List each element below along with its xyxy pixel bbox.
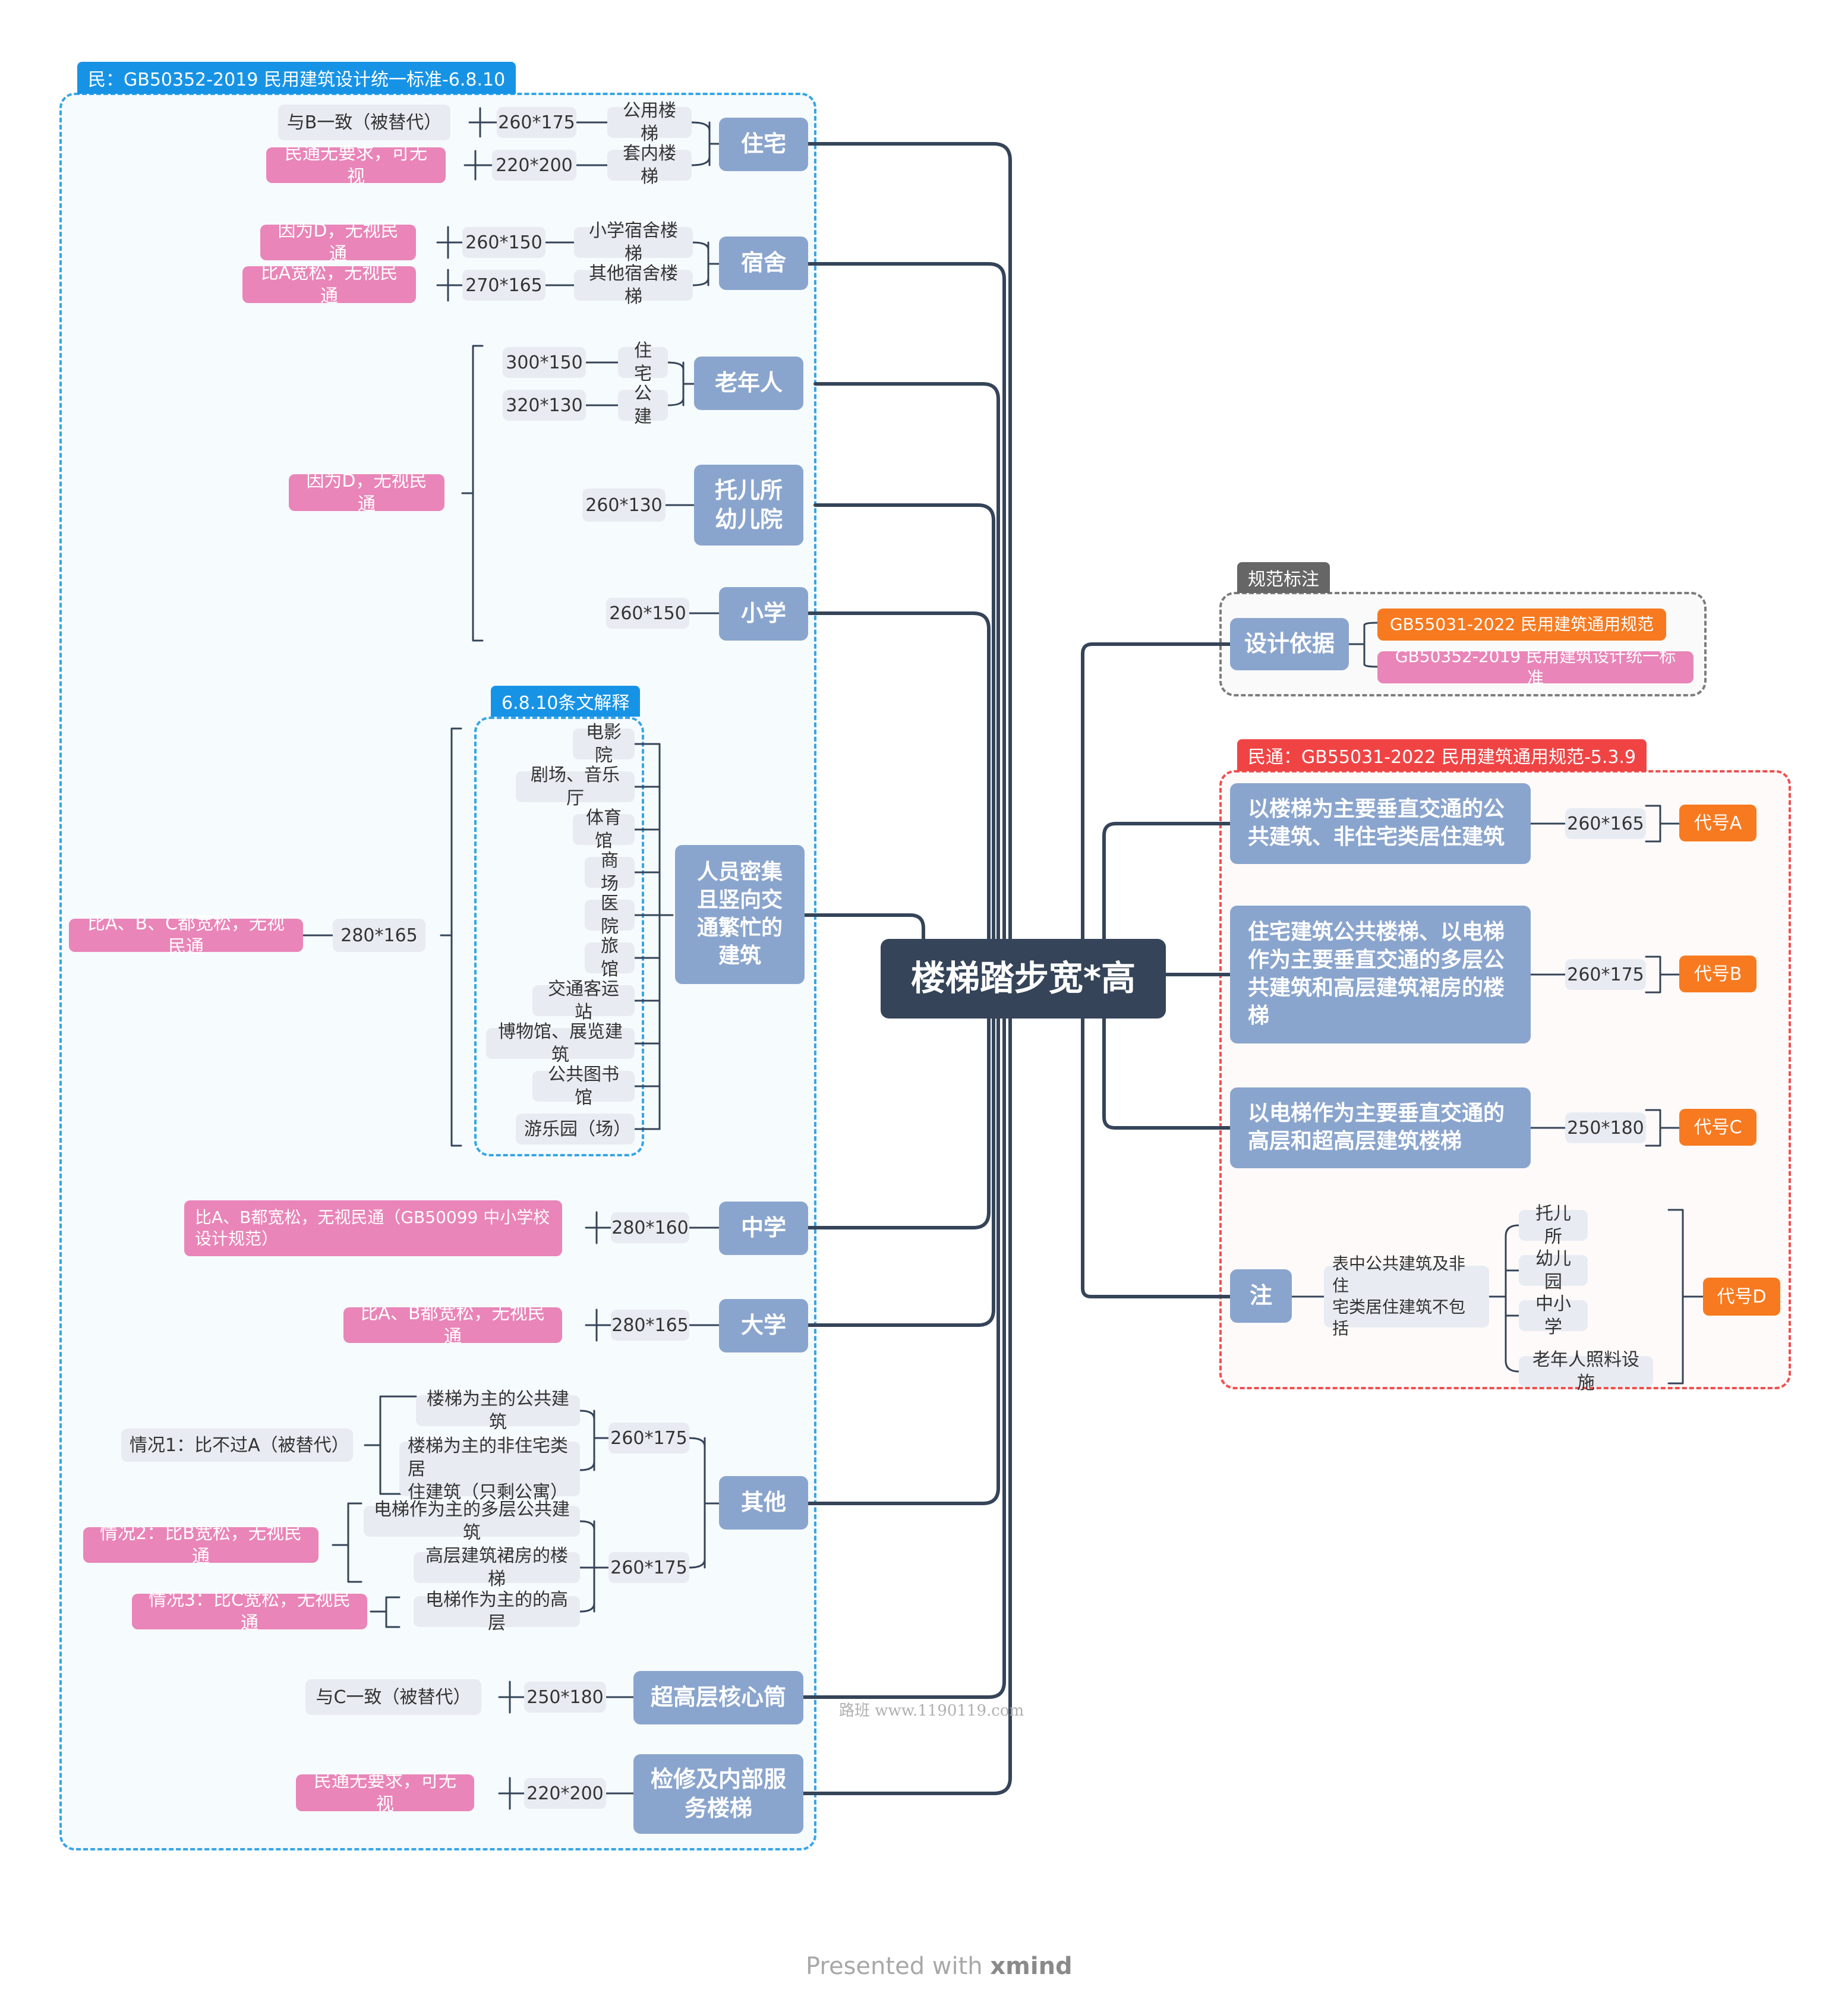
crowd-value[interactable]: 280*165 [333, 919, 425, 952]
zhongxue-value[interactable]: 280*160 [611, 1212, 689, 1243]
topic-chaogao[interactable]: 超高层核心筒 [633, 1671, 803, 1724]
jianxiu-value[interactable]: 220*200 [524, 1778, 606, 1809]
left-boundary-tag: 民：GB50352-2019 民用建筑设计统一标准-6.8.10 [77, 62, 516, 94]
central-topic[interactable]: 楼梯踏步宽*高 [881, 939, 1166, 1019]
sushe-other-stair[interactable]: 其他宿舍楼梯 [574, 263, 693, 307]
daxue-note[interactable]: 比A、B都宽松，无视民通 [343, 1303, 562, 1347]
laonian-residential-value[interactable]: 300*150 [503, 347, 586, 378]
chaogao-note[interactable]: 与C一致（被替代） [305, 1679, 481, 1715]
qita-a-stair-public[interactable]: 楼梯为主的公共建筑 [416, 1389, 580, 1433]
topic-crowd[interactable]: 人员密集 且竖向交 通繁忙的 建筑 [675, 845, 805, 984]
note-code[interactable]: 代号D [1703, 1278, 1780, 1316]
crowd-item[interactable]: 剧场、音乐厅 [516, 765, 635, 809]
group-note-d[interactable]: 因为D，无视民通 [289, 471, 444, 515]
presented-with-footer: Presented with xmind [806, 1953, 1073, 1980]
note-label[interactable]: 注 [1230, 1269, 1292, 1323]
qita-b-elevator-highrise[interactable]: 电梯作为主的的高层 [414, 1590, 580, 1634]
zhuzhai-inner-stair[interactable]: 套内楼梯 [607, 143, 692, 187]
topic-laonian[interactable]: 老年人 [694, 357, 803, 410]
crowd-item[interactable]: 公共图书馆 [532, 1064, 635, 1108]
laonian-residential[interactable]: 住宅 [618, 340, 668, 384]
crowd-item[interactable]: 游乐园（场） [516, 1114, 635, 1144]
watermark: 路班 www.1190119.com [839, 1702, 1024, 1720]
xmind-logo-text: xmind [990, 1953, 1073, 1980]
zhuzhai-inner-stair-note[interactable]: 民通无要求，可无视 [266, 143, 446, 187]
crowd-item[interactable]: 交通客运站 [532, 979, 635, 1023]
daxue-value[interactable]: 280*165 [611, 1310, 689, 1341]
topic-qita[interactable]: 其他 [719, 1476, 808, 1530]
sushe-primary-stair-note[interactable]: 因为D，无视民通 [260, 220, 416, 264]
rule-c-value[interactable]: 250*180 [1565, 1112, 1646, 1143]
topic-zhuzhai[interactable]: 住宅 [719, 118, 808, 171]
crowd-item[interactable]: 体育馆 [573, 808, 635, 852]
crowd-item[interactable]: 电影院 [573, 722, 635, 766]
topic-jianxiu[interactable]: 检修及内部服 务楼梯 [633, 1754, 803, 1834]
zhongxue-note[interactable]: 比A、B都宽松，无视民通（GB50099 中小学校 设计规范） [184, 1200, 562, 1256]
note-item-tuoer[interactable]: 托儿所 [1519, 1203, 1588, 1247]
rule-c-text[interactable]: 以电梯作为主要垂直交通的 高层和超高层建筑楼梯 [1230, 1087, 1531, 1168]
note-item-zhongxiaoxue[interactable]: 中小学 [1519, 1294, 1588, 1338]
sushe-other-stair-value[interactable]: 270*165 [462, 270, 545, 301]
topic-sushe[interactable]: 宿舍 [719, 237, 808, 290]
rule-a-text[interactable]: 以楼梯为主要垂直交通的公 共建筑、非住宅类居住建筑 [1230, 783, 1531, 864]
note-text[interactable]: 表中公共建筑及非住 宅类居住建筑不包括 [1324, 1254, 1489, 1338]
rule-b-text[interactable]: 住宅建筑公共楼梯、以电梯 作为主要垂直交通的多层公 共建筑和高层建筑裙房的楼 梯 [1230, 906, 1531, 1043]
crowd-item[interactable]: 博物馆、展览建筑 [486, 1021, 635, 1065]
topic-daxue[interactable]: 大学 [719, 1299, 808, 1352]
crowd-item[interactable]: 商场 [585, 850, 635, 894]
jianxiu-note[interactable]: 民通无要求，可无视 [296, 1771, 474, 1815]
tuoer-value[interactable]: 260*130 [582, 488, 666, 522]
zhuzhai-inner-stair-value[interactable]: 220*200 [492, 150, 576, 181]
laonian-public[interactable]: 公建 [618, 383, 668, 427]
chaogao-value[interactable]: 250*180 [524, 1682, 606, 1713]
qita-b-value[interactable]: 260*175 [608, 1552, 689, 1583]
laonian-public-value[interactable]: 320*130 [503, 390, 586, 421]
qita-a-stair-nonresidential[interactable]: 楼梯为主的非住宅类居 住建筑（只剩公寓） [399, 1436, 580, 1503]
rule-a-value[interactable]: 260*165 [1565, 808, 1646, 839]
basis-gb50352[interactable]: GB50352-2019 民用建筑设计统一标准 [1377, 647, 1694, 688]
zhuzhai-public-stair[interactable]: 公用楼梯 [607, 100, 692, 144]
sushe-primary-stair-value[interactable]: 260*150 [462, 227, 545, 258]
topic-tuoer[interactable]: 托儿所 幼儿院 [694, 465, 803, 546]
rule-b-value[interactable]: 260*175 [1565, 959, 1646, 990]
zhuzhai-public-stair-note[interactable]: 与B一致（被替代） [278, 105, 450, 140]
note-item-laonian[interactable]: 老年人照料设施 [1519, 1350, 1653, 1393]
rule-a-code[interactable]: 代号A [1679, 805, 1756, 841]
qita-a-value[interactable]: 260*175 [608, 1423, 689, 1453]
topic-design-basis[interactable]: 设计依据 [1230, 618, 1349, 670]
xiaoxue-value[interactable]: 260*150 [606, 598, 689, 629]
qita-b-elevator-multistory[interactable]: 电梯作为主的多层公共建筑 [364, 1499, 580, 1543]
basis-boundary-tag: 规范标注 [1237, 562, 1330, 593]
qita-b-podium-stair[interactable]: 高层建筑裙房的楼梯 [414, 1546, 580, 1590]
topic-xiaoxue[interactable]: 小学 [719, 587, 808, 641]
rule-c-code[interactable]: 代号C [1679, 1109, 1756, 1146]
right-boundary-tag: 民通：GB55031-2022 民用建筑通用规范-5.3.9 [1237, 739, 1647, 771]
qita-b-note-3[interactable]: 情况3：比C宽松，无视民通 [132, 1590, 367, 1634]
zhuzhai-public-stair-value[interactable]: 260*175 [497, 107, 576, 138]
crowd-item[interactable]: 医院 [585, 893, 635, 937]
rule-b-code[interactable]: 代号B [1679, 956, 1756, 992]
topic-zhongxue[interactable]: 中学 [719, 1202, 808, 1255]
note-item-youer[interactable]: 幼儿园 [1519, 1248, 1588, 1292]
qita-a-note[interactable]: 情况1：比不过A（被替代） [121, 1429, 353, 1462]
crowd-boundary-tag: 6.8.10条文解释 [491, 686, 641, 717]
crowd-note[interactable]: 比A、B、C都宽松，无视民通 [69, 913, 303, 957]
sushe-primary-stair[interactable]: 小学宿舍楼梯 [574, 220, 693, 264]
footer-prefix: Presented with [806, 1953, 983, 1980]
sushe-other-stair-note[interactable]: 比A宽松，无视民通 [242, 263, 416, 307]
crowd-item[interactable]: 旅馆 [585, 936, 635, 980]
basis-gb55031[interactable]: GB55031-2022 民用建筑通用规范 [1377, 608, 1666, 641]
qita-b-note-2[interactable]: 情况2：比B宽松，无视民通 [83, 1523, 318, 1567]
